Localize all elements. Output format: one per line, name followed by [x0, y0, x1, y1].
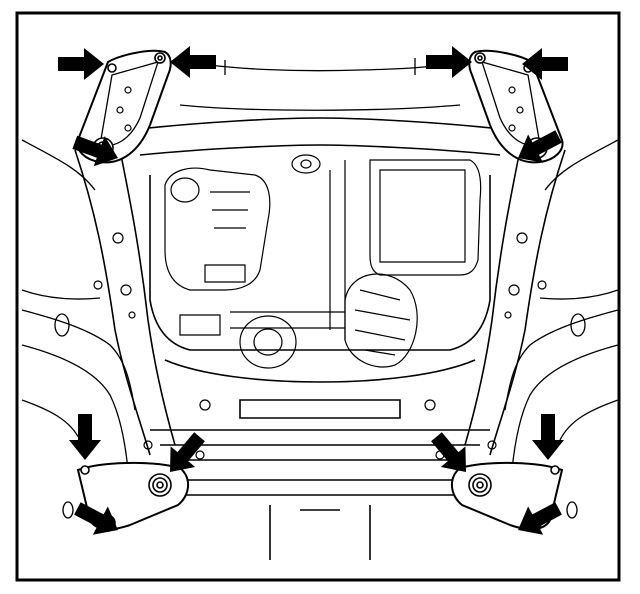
arrow-icon	[69, 414, 101, 460]
nut-icon	[148, 473, 172, 497]
rail-holes	[93, 232, 547, 450]
chassis-outline	[21, 58, 619, 519]
bolt-icon	[550, 465, 560, 475]
arrow-icon	[170, 46, 216, 78]
bolt-icon	[80, 465, 90, 475]
engine-detail	[164, 154, 482, 460]
bolt-icon	[107, 63, 117, 73]
arrow-icon	[58, 48, 104, 80]
bolt-icon	[474, 52, 486, 64]
nut-icon	[468, 473, 492, 497]
figure-border	[15, 11, 621, 582]
arrow-icon	[532, 414, 564, 460]
arrow-icon	[426, 46, 472, 78]
bolt-icon	[154, 52, 166, 64]
crossmember-frame	[74, 117, 566, 560]
